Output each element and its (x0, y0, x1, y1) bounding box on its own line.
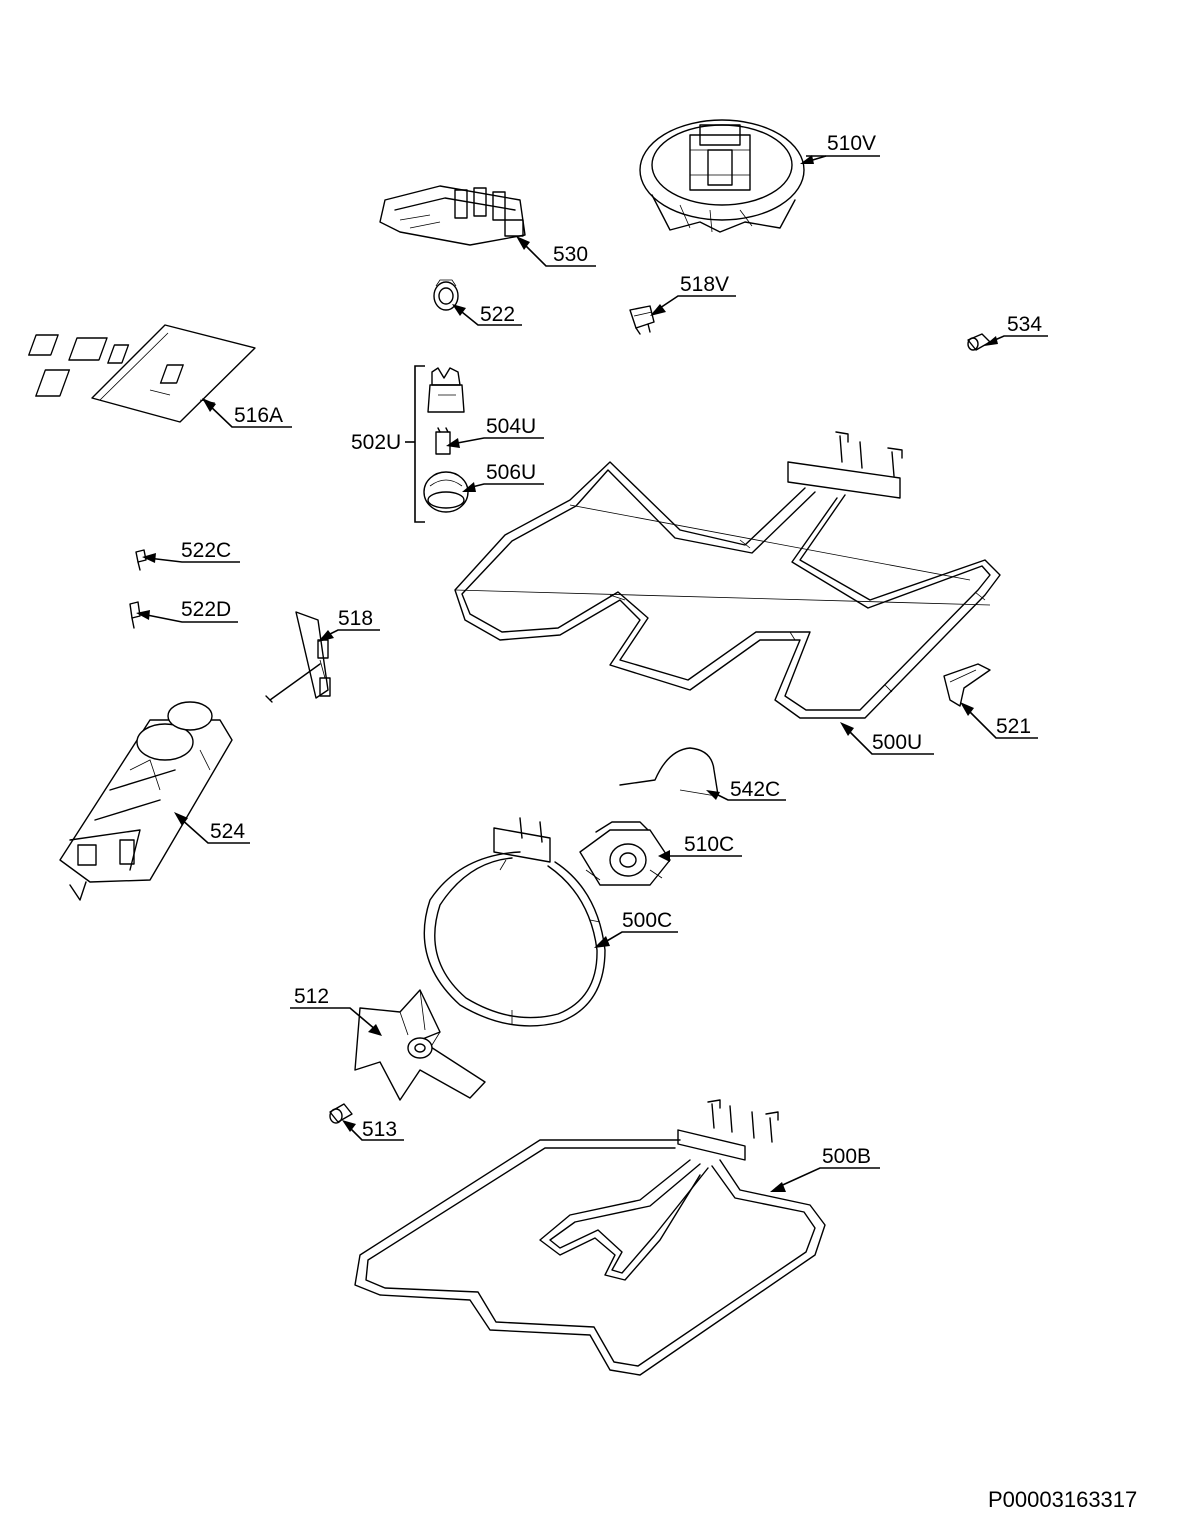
part-518-temperature-sensor (265, 611, 331, 703)
part-522D-pin (129, 601, 141, 629)
part-516A-control-board (28, 324, 256, 423)
label-510V: 510V (827, 132, 876, 155)
leader-504U (451, 437, 544, 445)
label-542C: 542C (730, 778, 780, 801)
label-530: 530 (553, 243, 588, 266)
part-lamp-socket (427, 367, 465, 413)
part-512-fan-blade (354, 989, 486, 1101)
part-510C-fan-motor (579, 821, 671, 886)
label-534: 534 (1007, 313, 1042, 336)
document-id: P00003163317 (988, 1487, 1137, 1512)
label-502U: 502U (351, 431, 401, 454)
leader-500U (845, 727, 934, 755)
part-534-cap (967, 333, 991, 351)
part-504U-lamp-contact (435, 427, 451, 455)
label-513: 513 (362, 1118, 397, 1141)
leader-524 (179, 817, 250, 844)
part-524-switch-unit (59, 701, 233, 901)
label-524: 524 (210, 820, 245, 843)
part-522-lamp-ring (433, 279, 459, 311)
label-504U: 504U (486, 415, 536, 438)
part-542C-wire-spring (619, 747, 719, 797)
part-510V-fan-assembly (639, 119, 805, 233)
leader-521 (965, 707, 1038, 739)
part-522C-pin (135, 549, 147, 571)
part-513-nut (329, 1103, 353, 1124)
leader-500C (599, 931, 678, 946)
label-518V: 518V (680, 273, 729, 296)
bracket-502U (414, 365, 425, 523)
leader-522C (147, 557, 240, 563)
part-530-switch-block (379, 185, 526, 246)
leader-506U (467, 483, 544, 489)
label-500C: 500C (622, 909, 672, 932)
label-500U: 500U (872, 731, 922, 754)
part-518V-sensor-clip (629, 305, 655, 335)
leader-522 (456, 307, 522, 326)
label-518: 518 (338, 607, 373, 630)
label-500B: 500B (822, 1145, 871, 1168)
leader-530 (521, 241, 596, 267)
leader-516A (207, 403, 292, 428)
part-500B-bottom-heating-element (354, 1099, 826, 1376)
part-500C-ring-heating-element (423, 817, 606, 1027)
part-521-clip (943, 663, 991, 707)
label-510C: 510C (684, 833, 734, 856)
leader-500B (775, 1167, 880, 1189)
label-506U: 506U (486, 461, 536, 484)
label-522: 522 (480, 303, 515, 326)
leader-512 (290, 1007, 377, 1031)
part-506U-lamp-glass (423, 471, 469, 513)
leader-522D (141, 613, 238, 623)
part-500U-top-heating-element (454, 431, 1001, 719)
label-516A: 516A (234, 404, 283, 427)
label-522D: 522D (181, 598, 231, 621)
label-512: 512 (294, 985, 329, 1008)
label-522C: 522C (181, 539, 231, 562)
label-521: 521 (996, 715, 1031, 738)
leader-518V (653, 295, 736, 313)
